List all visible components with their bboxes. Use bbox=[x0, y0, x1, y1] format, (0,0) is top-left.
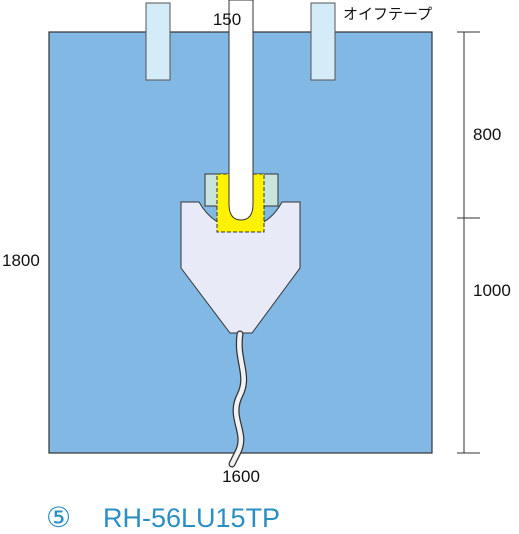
tube-width-label: 150 bbox=[213, 10, 241, 29]
caption-number: ⑤ bbox=[46, 502, 71, 533]
caption-model: RH-56LU15TP bbox=[103, 503, 280, 533]
total-height-label: 1800 bbox=[2, 251, 40, 270]
upper-height-label: 800 bbox=[473, 125, 501, 144]
oil-tape-label: オイフテープ bbox=[343, 6, 432, 23]
tube bbox=[228, 0, 254, 221]
lower-height-label: 1000 bbox=[473, 281, 511, 300]
bag-width-label: 1600 bbox=[222, 467, 260, 486]
oil-tape-right bbox=[310, 2, 336, 81]
oil-tape-left bbox=[145, 2, 171, 81]
cable bbox=[229, 331, 246, 467]
